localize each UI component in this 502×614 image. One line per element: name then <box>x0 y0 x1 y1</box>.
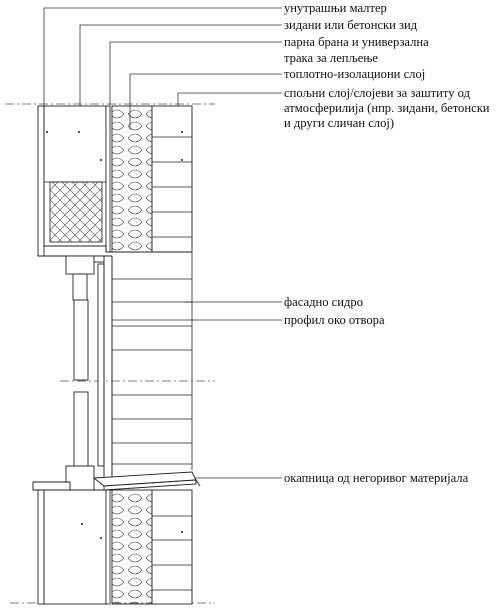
label-drip-sill: окапница од негоривог материјала <box>284 471 469 485</box>
upper-wall <box>37 105 193 257</box>
label-masonry-wall: зидани или бетонски зид <box>284 18 418 32</box>
window-frame <box>65 255 113 491</box>
label-inner-plaster: унутрашњи малтер <box>284 1 387 15</box>
label-vapor-barrier-1: парна брана и универзална <box>284 35 429 49</box>
label-outer-layer-3: и други сличан слој) <box>284 116 394 130</box>
sill <box>32 471 201 491</box>
lower-wall <box>37 489 193 605</box>
label-vapor-barrier-2: трака за лепљење <box>284 51 378 65</box>
label-insulation: топлотно-изолациони слој <box>284 67 425 81</box>
label-outer-layer-1: спољни слој/слојеви за заштиту од <box>284 86 471 100</box>
labels: унутрашњи малтер зидани или бетонски зид… <box>284 1 490 485</box>
label-outer-layer-2: атмосферилија (нпр. зидани, бетонски <box>284 101 490 115</box>
label-facade-anchor: фасадно сидро <box>284 295 363 309</box>
label-opening-profile: профил око отвора <box>284 313 385 327</box>
facade-bricks <box>111 252 193 478</box>
